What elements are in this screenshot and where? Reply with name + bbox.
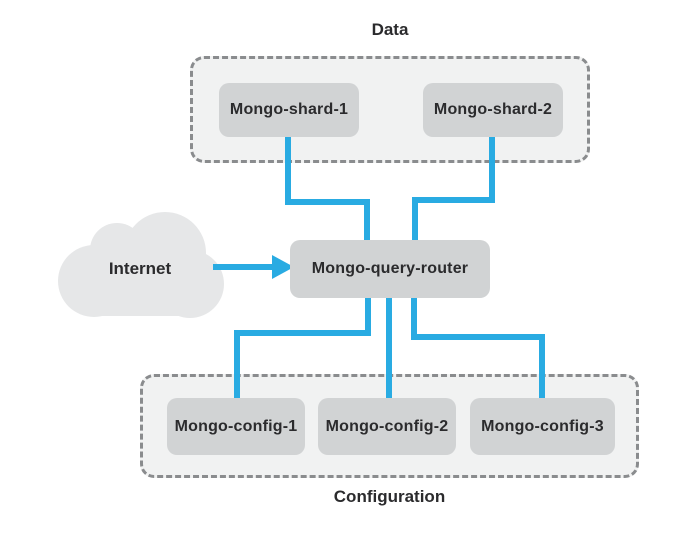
node-mongo-query-router: Mongo-query-router	[290, 240, 490, 298]
node-mongo-shard-1: Mongo-shard-1	[219, 83, 359, 137]
configuration-group-label: Configuration	[333, 487, 446, 506]
node-mongo-config-1: Mongo-config-1	[167, 398, 305, 455]
internet-label: Internet	[108, 259, 172, 278]
data-group-label: Data	[371, 20, 409, 39]
node-mongo-config-3: Mongo-config-3	[470, 398, 615, 455]
node-mongo-shard-2: Mongo-shard-2	[423, 83, 563, 137]
node-mongo-config-2: Mongo-config-2	[318, 398, 456, 455]
arrow-internet-to-router	[213, 255, 294, 279]
